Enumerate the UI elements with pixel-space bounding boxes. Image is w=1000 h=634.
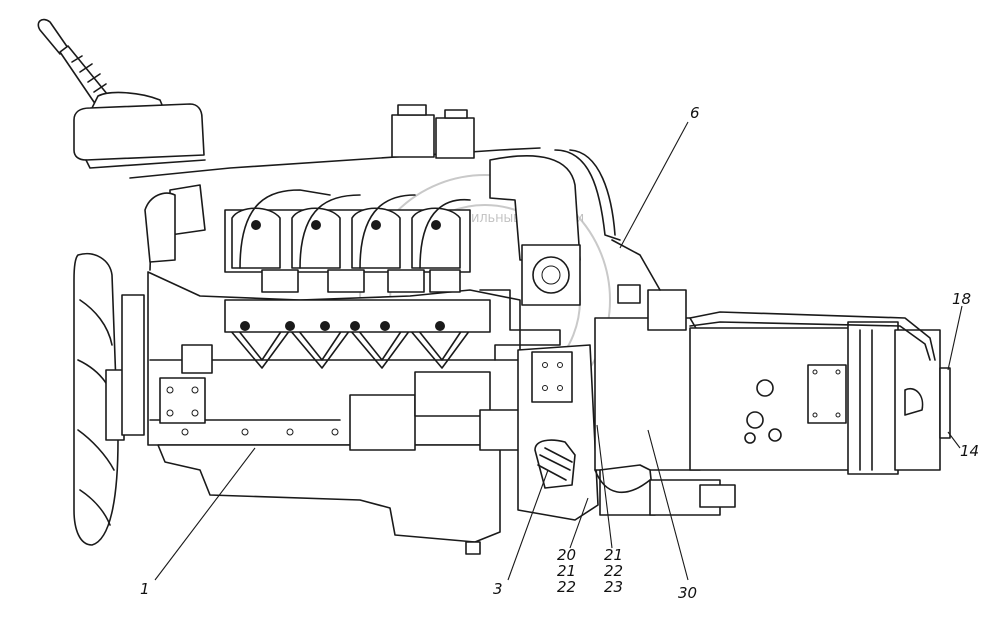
callout-labels: 1 3 6 18 14 20 21 22 21 22 23 30 xyxy=(140,104,979,602)
callout-21-line3: 23 xyxy=(604,578,623,596)
starter-motor xyxy=(349,371,521,451)
expansion-tanks xyxy=(391,104,475,159)
callout-21-line1: 21 xyxy=(604,546,623,564)
cylinder-heads xyxy=(144,184,471,293)
callout-3: 3 xyxy=(493,580,503,598)
callout-30: 30 xyxy=(678,584,697,602)
leader-lines xyxy=(154,121,963,581)
callout-20-line2: 21 xyxy=(557,562,576,580)
transmission xyxy=(594,239,951,516)
callout-20-line1: 20 xyxy=(557,546,576,564)
gear-shift-lever xyxy=(37,18,541,179)
cooling-fan xyxy=(73,253,145,546)
callout-20-line3: 22 xyxy=(557,578,576,596)
intake-manifold xyxy=(479,149,621,361)
callout-21-line2: 22 xyxy=(604,562,623,580)
clutch-housing xyxy=(517,344,599,521)
callout-18: 18 xyxy=(952,290,971,308)
callout-14: 14 xyxy=(960,442,979,460)
callout-1: 1 xyxy=(140,580,150,598)
callout-6: 6 xyxy=(690,104,700,122)
